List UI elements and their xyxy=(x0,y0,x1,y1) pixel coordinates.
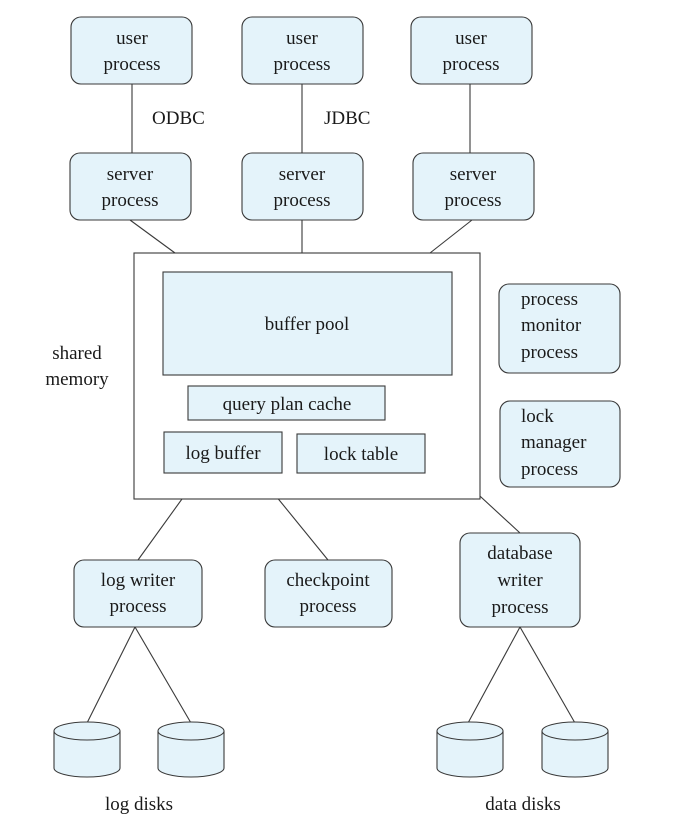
checkpoint-process: checkpoint process xyxy=(264,559,393,628)
user-process-1-line-2: process xyxy=(104,54,161,75)
lock-manager-line-3: process xyxy=(521,459,578,480)
buffer-pool xyxy=(162,271,453,376)
checkpoint-line-2: process xyxy=(300,596,357,617)
shared-memory: buffer pool query plan cache log buffer … xyxy=(133,252,481,500)
process-monitor-process: process monitor process xyxy=(498,283,621,374)
shared-memory-label-line-1: shared xyxy=(52,343,102,364)
lock-manager-line-2: manager xyxy=(521,432,587,453)
line-log-writer-disk1 xyxy=(86,626,136,724)
server-process-2: server process xyxy=(241,152,364,221)
process-monitor-line-1: process xyxy=(521,289,578,310)
database-writer-line-1: database xyxy=(487,543,552,564)
line-log-writer-disk2 xyxy=(134,626,192,724)
user-process-2-line-1: user xyxy=(286,28,318,49)
lock-manager-process: lock manager process xyxy=(499,400,621,488)
shared-memory-label-line-2: memory xyxy=(45,369,109,390)
database-writer-process: database writer process xyxy=(459,532,581,628)
line-database-writer-disk1 xyxy=(467,626,521,724)
server-process-3-line-1: server xyxy=(450,164,497,185)
log-disk-2-icon xyxy=(157,721,225,778)
server-process-2-line-1: server xyxy=(279,164,326,185)
lock-manager-line-1: lock xyxy=(521,406,554,427)
line-server3-shared-memory xyxy=(429,219,473,254)
process-monitor-line-3: process xyxy=(521,342,578,363)
buffer-pool-label: buffer pool xyxy=(265,314,350,335)
log-buffer-label: log buffer xyxy=(185,443,261,464)
user-process-1: user process xyxy=(70,16,193,85)
server-process-3: server process xyxy=(412,152,535,221)
log-writer-line-1: log writer xyxy=(101,570,176,591)
lock-table-label: lock table xyxy=(324,444,398,465)
query-plan-cache xyxy=(187,385,386,421)
server-process-1-line-1: server xyxy=(107,164,154,185)
data-disk-1-icon xyxy=(436,721,504,778)
query-plan-cache-label: query plan cache xyxy=(223,394,352,415)
log-buffer xyxy=(163,431,283,474)
log-disk-1-icon xyxy=(53,721,121,778)
log-writer-line-2: process xyxy=(110,596,167,617)
database-writer-line-2: writer xyxy=(497,570,543,591)
user-process-1-line-1: user xyxy=(116,28,148,49)
server-process-1: server process xyxy=(69,152,192,221)
checkpoint-line-1: checkpoint xyxy=(286,570,370,591)
database-writer-line-3: process xyxy=(492,597,549,618)
data-disks-label: data disks xyxy=(485,794,560,815)
process-monitor-line-2: monitor xyxy=(521,315,582,336)
jdbc-label: JDBC xyxy=(324,108,370,129)
user-process-3-line-1: user xyxy=(455,28,487,49)
user-process-2-line-2: process xyxy=(274,54,331,75)
server-process-3-line-2: process xyxy=(445,190,502,211)
user-process-2: user process xyxy=(241,16,364,85)
server-process-2-line-2: process xyxy=(274,190,331,211)
odbc-label: ODBC xyxy=(152,108,205,129)
user-process-3: user process xyxy=(410,16,533,85)
lock-table xyxy=(296,433,426,474)
line-database-writer-disk2 xyxy=(519,626,576,724)
data-disk-2-icon xyxy=(541,721,609,778)
line-server1-shared-memory xyxy=(129,219,176,254)
log-disks-label: log disks xyxy=(105,794,173,815)
user-process-3-line-2: process xyxy=(443,54,500,75)
log-writer-process: log writer process xyxy=(73,559,203,628)
server-process-1-line-2: process xyxy=(102,190,159,211)
